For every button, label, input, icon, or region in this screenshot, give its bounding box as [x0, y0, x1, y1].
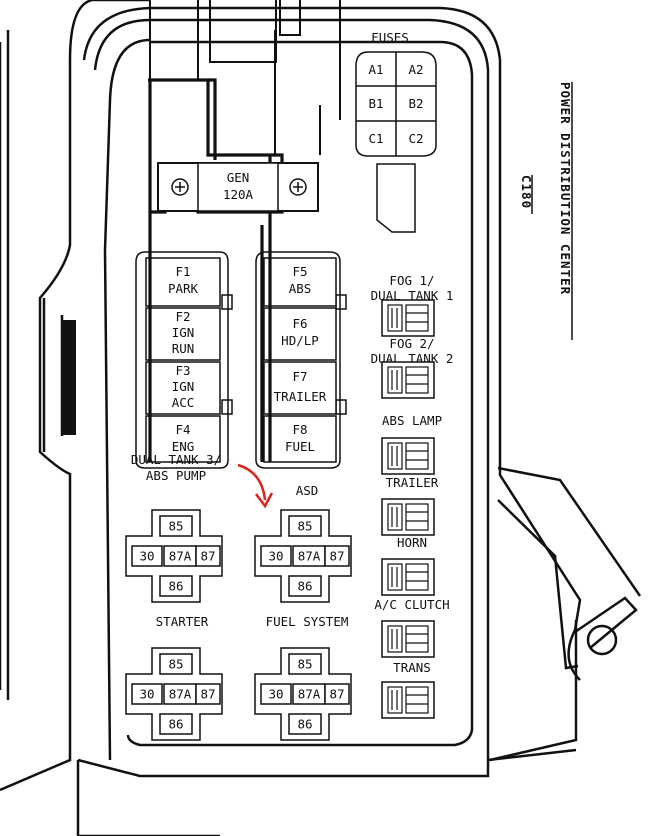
side-relay-label: TRAILER	[386, 475, 439, 490]
bolt-right-icon	[289, 178, 307, 196]
pin-86: 86	[168, 579, 183, 594]
annotation-arrowhead	[255, 492, 274, 509]
svg-text:F3: F3	[175, 363, 190, 378]
svg-text:ACC: ACC	[172, 395, 195, 410]
pin-85: 85	[168, 519, 183, 534]
pin-85: 85	[168, 657, 183, 672]
side-code: C180	[519, 175, 534, 209]
pin-87a: 87A	[169, 549, 192, 564]
gen-rating: 120A	[223, 187, 254, 202]
relay-title: ASD	[296, 483, 319, 498]
relay-title-2: ABS PUMP	[146, 468, 206, 483]
side-relay-6: TRANS	[381, 660, 435, 719]
bolt-left-icon	[171, 178, 189, 196]
annotation-arrow	[237, 463, 267, 501]
side-title: POWER DISTRIBUTION CENTER	[558, 82, 573, 295]
side-relay-label: A/C CLUTCH	[374, 597, 449, 612]
svg-text:F4: F4	[175, 422, 190, 437]
fuse-b2: B2	[408, 96, 423, 111]
side-relay-label: FOG 1/	[389, 273, 434, 288]
svg-text:F1: F1	[175, 264, 190, 279]
side-relay-1: FOG 2/DUAL TANK 2	[371, 336, 453, 399]
svg-text:IGN: IGN	[172, 379, 195, 394]
pin-86: 86	[297, 579, 312, 594]
svg-text:F6: F6	[292, 316, 307, 331]
gen-fuse: GEN 120A	[157, 162, 319, 212]
fuse-b1: B1	[368, 96, 383, 111]
pin-30: 30	[268, 549, 283, 564]
pin-86: 86	[297, 717, 312, 732]
pin-87a: 87A	[169, 687, 192, 702]
fuses-header: FUSES	[371, 30, 409, 45]
relay-3: FUEL SYSTEM 85 30 87A 87 86	[254, 614, 352, 741]
pin-85: 85	[297, 519, 312, 534]
relay-2: STARTER 85 30 87A 87 86	[125, 614, 223, 741]
pin-30: 30	[139, 687, 154, 702]
side-relay-label: ABS LAMP	[382, 413, 442, 428]
svg-text:FUEL: FUEL	[285, 439, 315, 454]
pin-30: 30	[139, 549, 154, 564]
side-relay-3: TRAILER	[381, 475, 439, 536]
svg-text:F7: F7	[292, 369, 307, 384]
side-clip	[62, 320, 76, 435]
pin-87: 87	[329, 549, 344, 564]
side-title-group: POWER DISTRIBUTION CENTER C180	[519, 82, 573, 340]
fuse-a1: A1	[368, 62, 383, 77]
fuse-c2: C2	[408, 131, 423, 146]
pin-87a: 87A	[298, 549, 321, 564]
relay-0: DUAL TANK 3/ABS PUMP 85 30 87A 87 86	[125, 452, 223, 603]
side-relay-0: FOG 1/DUAL TANK 1	[371, 273, 453, 337]
svg-text:ENG: ENG	[172, 439, 195, 454]
svg-text:HD/LP: HD/LP	[281, 333, 319, 348]
side-relay-label: HORN	[397, 535, 427, 550]
pin-87a: 87A	[298, 687, 321, 702]
svg-text:PARK: PARK	[168, 281, 199, 296]
side-relay-label: TRANS	[393, 660, 431, 675]
fuse-block-left	[135, 251, 233, 469]
svg-text:IGN: IGN	[172, 325, 195, 340]
side-relay-4: HORN	[381, 535, 435, 596]
pin-87: 87	[200, 687, 215, 702]
pin-86: 86	[168, 717, 183, 732]
pin-87: 87	[329, 687, 344, 702]
pin-85: 85	[297, 657, 312, 672]
svg-text:F8: F8	[292, 422, 307, 437]
gen-label: GEN	[227, 170, 250, 185]
svg-text:ABS: ABS	[289, 281, 312, 296]
relay-title: DUAL TANK 3/	[131, 452, 221, 467]
svg-text:TRAILER: TRAILER	[274, 389, 327, 404]
relays: DUAL TANK 3/ABS PUMP 85 30 87A 87 86 ASD 85 30 87…	[125, 452, 352, 741]
svg-text:F2: F2	[175, 309, 190, 324]
pin-30: 30	[268, 687, 283, 702]
side-relay-2: ABS LAMP	[381, 413, 442, 475]
relay-1: ASD 85 30 87A 87 86	[254, 483, 352, 603]
fuse-grid	[355, 51, 437, 233]
svg-text:F5: F5	[292, 264, 307, 279]
fuse-c1: C1	[368, 131, 383, 146]
side-relay-5: A/C CLUTCH	[374, 597, 450, 658]
relay-title: FUEL SYSTEM	[266, 614, 349, 629]
relay-title: STARTER	[156, 614, 209, 629]
svg-text:RUN: RUN	[172, 341, 195, 356]
fuse-a2: A2	[408, 62, 423, 77]
pin-87: 87	[200, 549, 215, 564]
side-relay-label: FOG 2/	[389, 336, 434, 351]
